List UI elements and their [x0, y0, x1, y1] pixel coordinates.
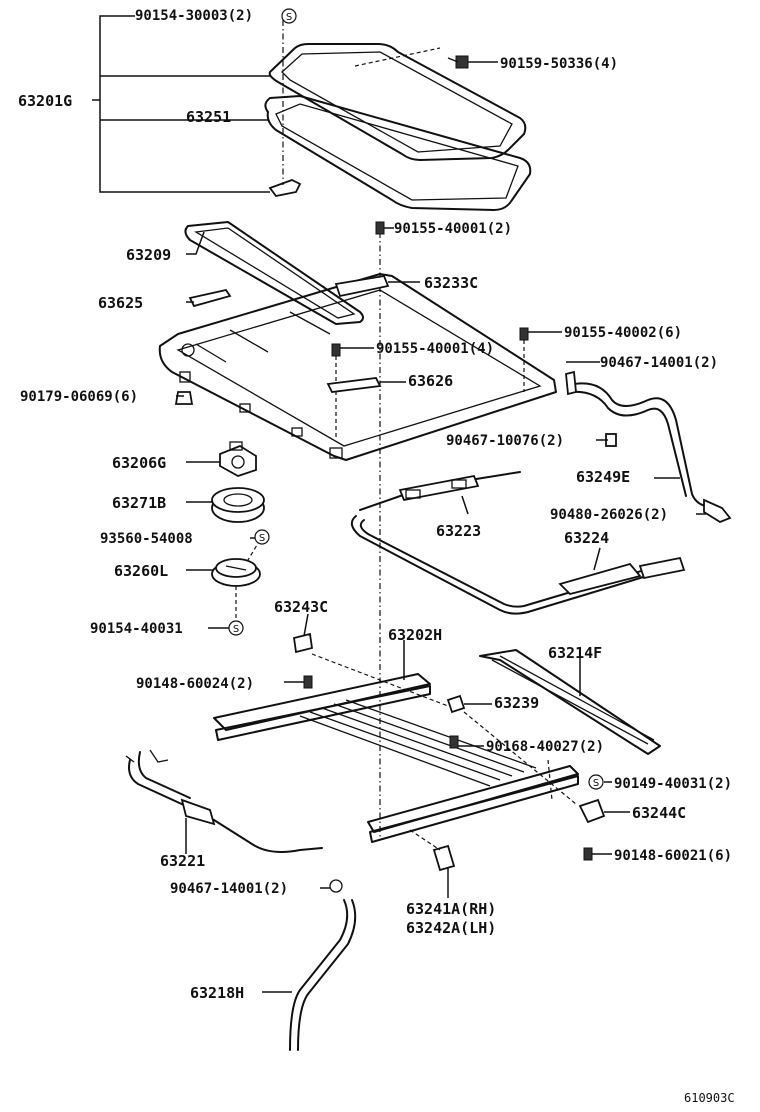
label-63239: 63239: [494, 694, 539, 712]
label-90154-30003: 90154-30003(2): [135, 8, 253, 24]
label-93560-54008: 93560-54008: [100, 531, 193, 547]
label-90179-06069: 90179-06069(6): [20, 389, 138, 405]
label-90148-60024: 90148-60024(2): [136, 676, 254, 692]
cable-63224: [558, 556, 686, 595]
label-63201G: 63201G: [18, 92, 72, 110]
drive-cable-63223: [350, 471, 661, 615]
label-63206G: 63206G: [112, 454, 166, 472]
glass-bracket: [268, 179, 302, 197]
hose-63218H: [289, 879, 357, 1051]
label-63209: 63209: [126, 246, 171, 264]
label-63626: 63626: [408, 372, 453, 390]
bracket-63233C: [334, 274, 390, 298]
gear-63271B: [211, 487, 265, 523]
part-labels: 90154-30003(2) 90159-50336(4) 63201G 632…: [18, 8, 735, 1105]
bracket-63626: [326, 377, 382, 393]
bracket-63244C: [578, 798, 606, 824]
rail-63241A: [367, 765, 579, 843]
label-90155-40002: 90155-40002(6): [564, 325, 682, 341]
svg-text:S: S: [233, 624, 239, 635]
label-63625: 63625: [98, 294, 143, 312]
label-90467-14001a: 90467-14001(2): [600, 355, 718, 371]
label-63218H: 63218H: [190, 984, 244, 1002]
label-63242A: 63242A(LH): [406, 919, 496, 937]
weatherstrip-63251: [264, 95, 532, 211]
deflector-63209: [184, 221, 364, 325]
bracket-63201G: [92, 15, 270, 193]
screws: [174, 221, 529, 405]
drain-hose-63249E: [565, 370, 732, 524]
label-63260L: 63260L: [114, 562, 168, 580]
label-90467-14001b: 90467-14001(2): [170, 881, 288, 897]
gear-63260L: [211, 558, 261, 587]
label-63202H: 63202H: [388, 626, 442, 644]
shoe-63239: [446, 694, 466, 714]
label-63249E: 63249E: [576, 468, 630, 486]
label-63224: 63224: [564, 529, 609, 547]
rail-63202H: [213, 673, 537, 787]
motor-63206G: [219, 441, 257, 477]
label-90168-40027: 90168-40027(2): [486, 739, 604, 755]
label-63243C: 63243C: [274, 598, 328, 616]
sunroof-housing-frame: [158, 273, 557, 461]
leader-lines: [176, 61, 706, 993]
bracket-63243C: [292, 632, 314, 654]
label-90148-60021: 90148-60021(6): [614, 848, 732, 864]
label-90155-40001a: 90155-40001(2): [394, 221, 512, 237]
label-90155-40001b: 90155-40001(4): [376, 341, 494, 357]
bolt-90159-50336: [447, 55, 469, 69]
rail-63214F: [479, 649, 661, 755]
clamp-63241A: [432, 844, 456, 872]
label-90467-10076: 90467-10076(2): [446, 433, 564, 449]
label-63241A: 63241A(RH): [406, 900, 496, 918]
label-90149-40031: 90149-40031(2): [614, 776, 732, 792]
harness-63221: [125, 749, 323, 853]
label-90154-40031: 90154-40031: [90, 621, 183, 637]
svg-text:S: S: [593, 778, 599, 789]
svg-text:S: S: [286, 12, 292, 23]
label-90480-26026: 90480-26026(2): [550, 507, 668, 523]
label-63251: 63251: [186, 108, 231, 126]
svg-text:S: S: [259, 533, 265, 544]
s-symbols: S S S S: [228, 8, 604, 790]
label-63214F: 63214F: [548, 644, 602, 662]
label-63244C: 63244C: [632, 804, 686, 822]
label-63271B: 63271B: [112, 494, 166, 512]
label-90159-50336: 90159-50336(4): [500, 56, 618, 72]
label-63223: 63223: [436, 522, 481, 540]
label-63221: 63221: [160, 852, 205, 870]
glass-panel-63201G: [268, 43, 527, 161]
bracket-63625: [188, 288, 232, 308]
label-63233C: 63233C: [424, 274, 478, 292]
diagram-reference-code: 610903C: [684, 1091, 735, 1105]
